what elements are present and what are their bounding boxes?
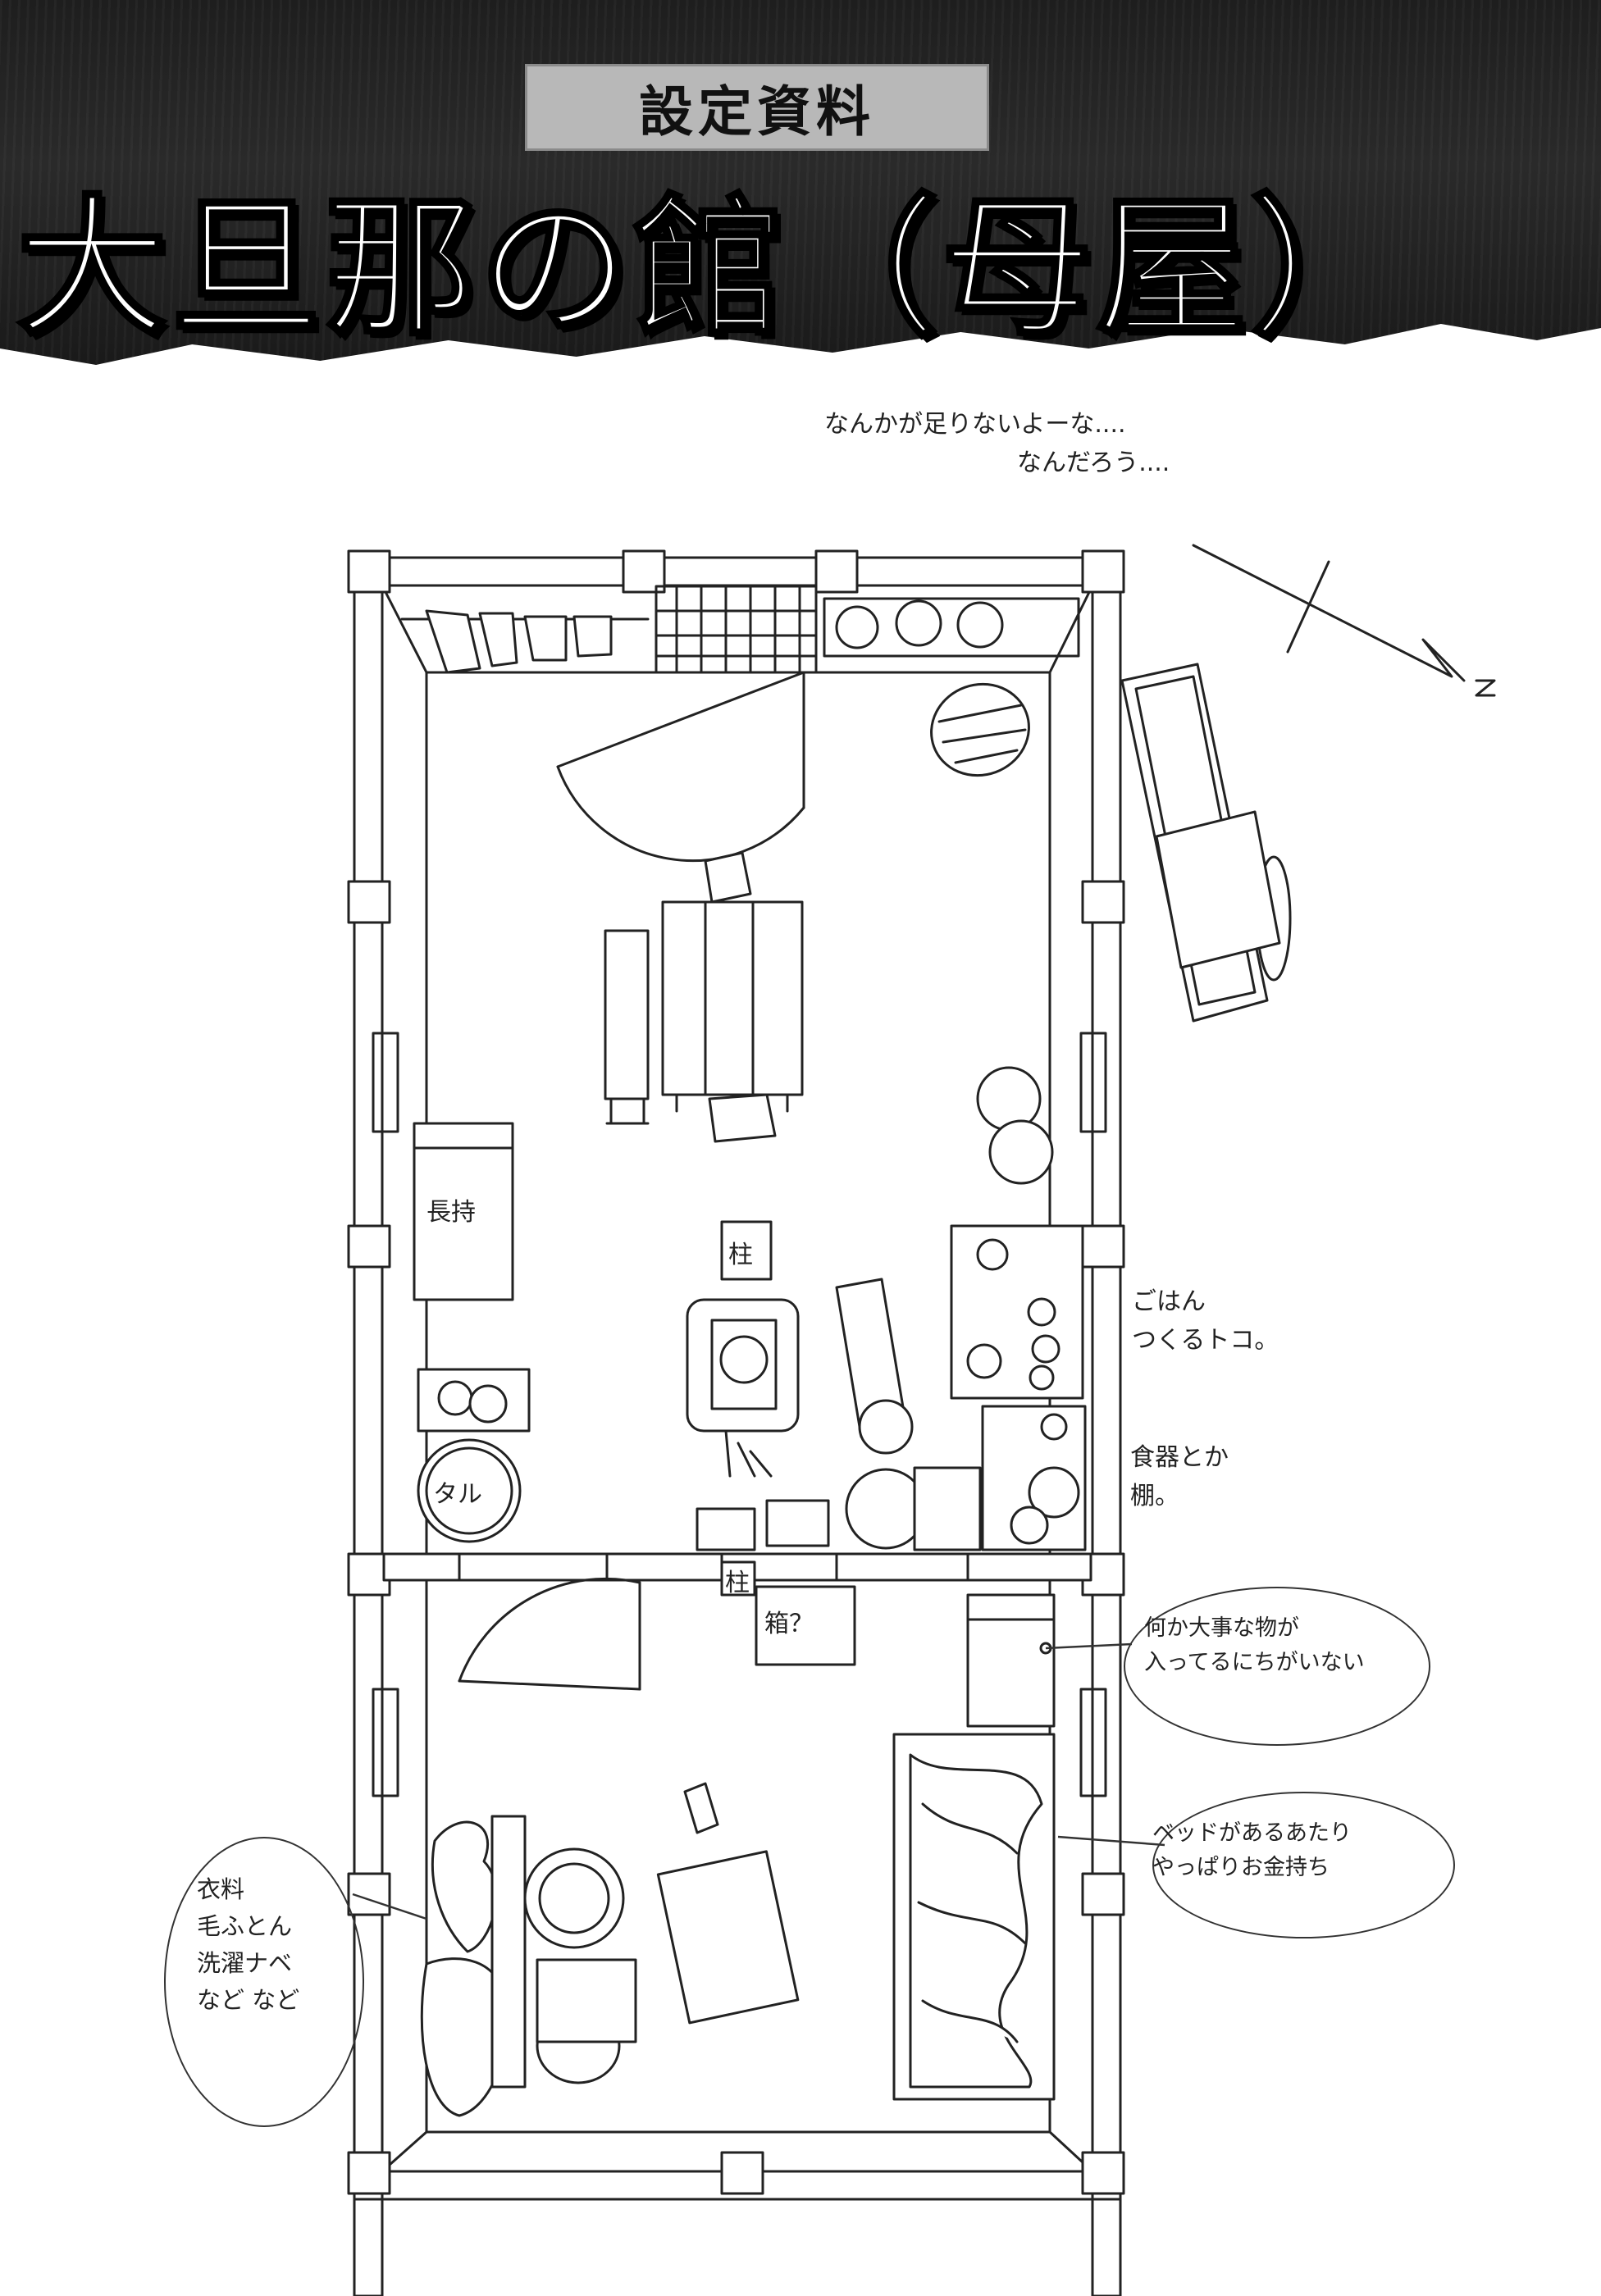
note-line: 洗濯ナベ — [197, 1948, 293, 1977]
bubble-valuables — [1124, 1587, 1430, 1746]
note-line: ベッドがあるあたり — [1152, 1820, 1352, 1846]
sunken-hearth — [686, 1298, 800, 1433]
left-window-upper — [372, 1032, 399, 1133]
note-kitchen: ごはん つくるトコ。 — [1132, 1283, 1279, 1360]
right-window-lower — [1079, 1688, 1107, 1797]
lower-door-swing — [458, 1577, 641, 1691]
pot — [536, 1958, 637, 2084]
bubble-bed — [1152, 1792, 1455, 1938]
pillar-top — [720, 1220, 773, 1281]
note-line: 何か大事な物が — [1144, 1615, 1299, 1641]
bench — [604, 929, 650, 1125]
hand-cart — [1120, 663, 1292, 1023]
note-line: やっぱりお金持ち — [1152, 1854, 1330, 1880]
bed — [892, 1733, 1056, 2101]
wash-basin — [845, 1466, 982, 1551]
cutting-board — [835, 1278, 914, 1455]
stool-bottom — [708, 1093, 777, 1143]
laundry-line — [400, 609, 650, 674]
note-line: なんだろう.... — [1017, 448, 1170, 477]
label-pillar-bottom: 柱 — [725, 1569, 750, 1597]
compass-icon — [1192, 544, 1496, 697]
valuables-leader — [1045, 1642, 1133, 1650]
label-box: 箱？ — [764, 1610, 814, 1638]
banner-texture — [0, 0, 1601, 365]
note-clothes: 衣料 毛ふとん 洗濯ナベ など など — [197, 1871, 299, 2019]
box — [755, 1585, 856, 1666]
dining-table — [661, 900, 804, 1113]
note-valuables: 何か大事な物が 入ってるにちがいない — [1144, 1611, 1365, 1680]
note-dish-shelf: 食器とか 棚。 — [1130, 1439, 1229, 1515]
page-title: 大旦那の館（母屋） — [15, 180, 1405, 358]
note-line: つくるトコ。 — [1132, 1325, 1279, 1355]
left-window-lower — [372, 1688, 399, 1797]
section-label: 設定資料 — [525, 64, 989, 151]
right-window-upper — [1079, 1032, 1107, 1133]
dividing-wall — [382, 1552, 1092, 1597]
clothes-leader — [352, 1893, 427, 1920]
lower-table — [656, 1782, 800, 2025]
upper-door-swing — [556, 671, 805, 863]
note-line: 入ってるにちがいない — [1144, 1649, 1365, 1675]
storage-pots — [823, 597, 1080, 658]
label-barrel: タル — [433, 1480, 482, 1509]
note-line: なんかが足りないよーな.... — [824, 410, 1126, 439]
note-line: 衣料 — [197, 1875, 245, 1903]
note-something-missing: なんかが足りないよーな.... なんだろう.... — [824, 406, 1170, 482]
note-line: 食器とか — [1130, 1443, 1229, 1472]
firewood — [724, 1429, 773, 1478]
title-banner — [0, 0, 1601, 365]
note-line: 棚。 — [1130, 1481, 1179, 1510]
wall-posts — [347, 549, 1125, 2195]
valuables-cabinet — [966, 1593, 1056, 1728]
side-shelf — [417, 1368, 531, 1433]
grain-sack — [976, 1066, 1054, 1185]
barrel-tal — [417, 1438, 522, 1543]
wooden-barrel — [930, 682, 1030, 777]
bubble-clothes — [164, 1837, 364, 2127]
clothes-pile — [420, 1815, 527, 2117]
note-bed: ベッドがあるあたり やっぱりお金持ち — [1152, 1816, 1352, 1885]
label-chest: 長持 — [426, 1198, 476, 1227]
note-line: など など — [197, 1985, 300, 2014]
kitchen-counter — [950, 1224, 1084, 1400]
note-line: ごはん — [1132, 1287, 1206, 1316]
note-line: 毛ふとん — [197, 1911, 293, 1940]
stool-top — [704, 851, 752, 904]
basket — [523, 1847, 625, 1949]
top-window — [655, 585, 818, 674]
bed-leader — [1057, 1835, 1165, 1847]
chest — [413, 1122, 514, 1301]
dish-shelf — [981, 1405, 1087, 1551]
firewood-bundle — [696, 1499, 830, 1551]
label-pillar-top: 柱 — [728, 1241, 753, 1269]
